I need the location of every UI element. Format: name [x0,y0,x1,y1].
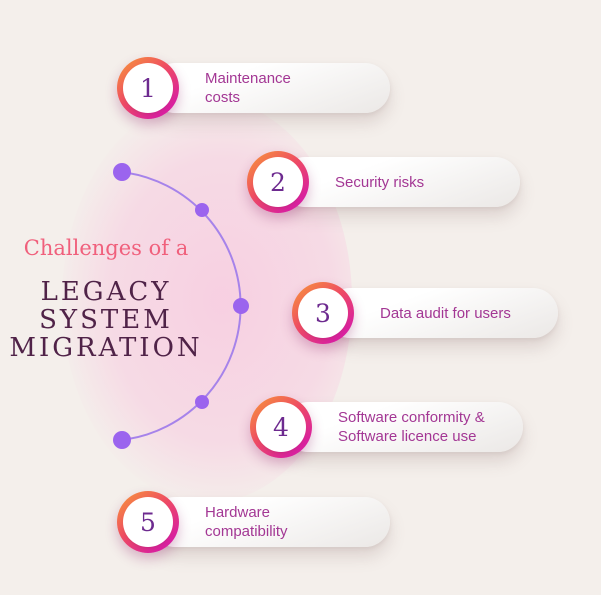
item-pill: Maintenance costs [150,63,390,113]
item-badge: 3 [292,282,354,344]
item-number: 5 [127,501,169,543]
title-line-3: MIGRATION [9,333,203,363]
item-label: Hardware compatibility [205,504,288,540]
item-pill: Security risks [280,157,520,207]
item-number: 3 [302,292,344,334]
arc-dot [195,395,209,409]
arc-dot [195,203,209,217]
item-label: Data audit for users [380,304,511,322]
item-number: 1 [127,67,169,109]
item-pill: Software conformity & Software licence u… [283,402,523,452]
item-label: Maintenance costs [205,70,291,106]
item-badge: 1 [117,57,179,119]
item-label: Software conformity & Software licence u… [338,409,485,445]
arc-dot [233,298,249,314]
title-eyebrow: Challenges of a [23,236,189,260]
item-number: 4 [260,406,302,448]
item-pill: Hardware compatibility [150,497,390,547]
arc-dot [113,163,131,181]
item-pill: Data audit for users [325,288,558,338]
arc-dot [113,431,131,449]
item-badge: 4 [250,396,312,458]
item-badge: 5 [117,491,179,553]
item-badge: 2 [247,151,309,213]
item-label: Security risks [335,173,425,191]
title-line-1: LEGACY [40,277,172,307]
title-block: Challenges of a LEGACY SYSTEM MIGRATION [2,236,210,362]
title-line-2: SYSTEM [39,305,173,335]
item-number: 2 [257,161,299,203]
